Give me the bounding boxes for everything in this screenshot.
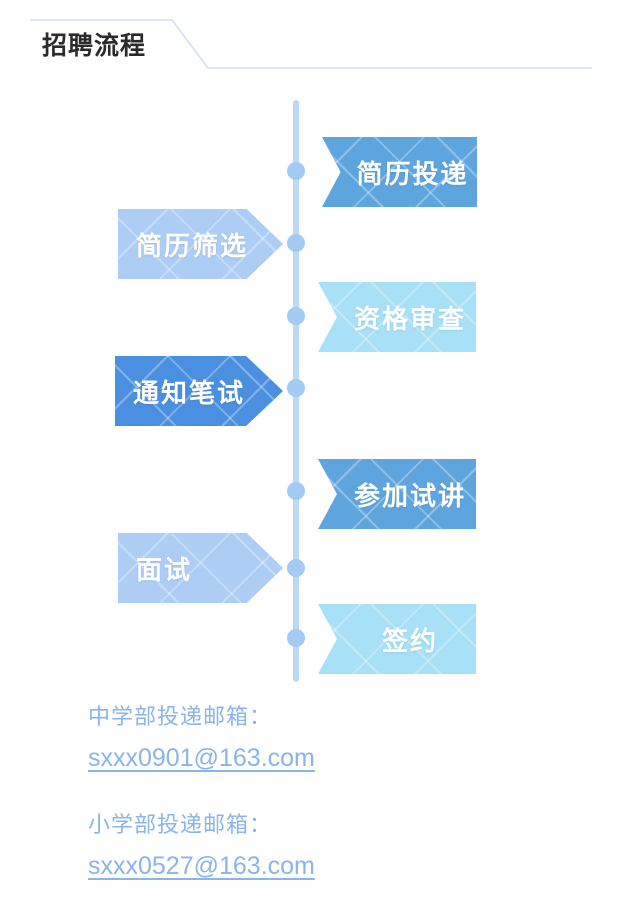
- flow-step-label: 简历投递: [356, 159, 469, 190]
- flow-step-label: 资格审查: [353, 304, 466, 335]
- contact-email-link[interactable]: sxxx0527@163.com: [88, 852, 315, 880]
- flow-step-label: 通知笔试: [133, 378, 246, 409]
- flow-step-6: 面试: [118, 533, 283, 603]
- timeline-dot-1: [287, 162, 305, 180]
- page-header: 招聘流程: [0, 0, 621, 90]
- page-title: 招聘流程: [42, 31, 147, 60]
- flow-step-3: 资格审查: [318, 282, 476, 352]
- contact-email-link[interactable]: sxxx0901@163.com: [88, 744, 315, 772]
- timeline-dot-3: [287, 307, 305, 325]
- flow-step-2: 简历筛选: [118, 209, 283, 279]
- timeline-dot-4: [287, 379, 305, 397]
- timeline-dot-5: [287, 482, 305, 500]
- flow-step-label: 签约: [381, 626, 438, 657]
- flow-step-1: 简历投递: [322, 137, 477, 207]
- flow-step-label: 简历筛选: [136, 231, 249, 262]
- contact-group-secondary: 中学部投递邮箱： sxxx0901@163.com: [88, 698, 568, 778]
- flow-step-4: 通知笔试: [115, 356, 283, 426]
- flow-step-label: 面试: [136, 555, 193, 586]
- timeline-dot-6: [287, 559, 305, 577]
- flow-step-5: 参加试讲: [318, 459, 476, 529]
- timeline-dot-2: [287, 234, 305, 252]
- timeline-dot-7: [287, 629, 305, 647]
- contact-caption: 中学部投递邮箱：: [88, 705, 273, 730]
- contact-group-primary: 小学部投递邮箱： sxxx0527@163.com: [88, 806, 568, 886]
- flow-step-label: 参加试讲: [353, 481, 466, 512]
- flow-step-7: 签约: [318, 604, 476, 674]
- contact-block: 中学部投递邮箱： sxxx0901@163.com 小学部投递邮箱： sxxx0…: [88, 698, 568, 914]
- contact-caption: 小学部投递邮箱：: [88, 813, 273, 838]
